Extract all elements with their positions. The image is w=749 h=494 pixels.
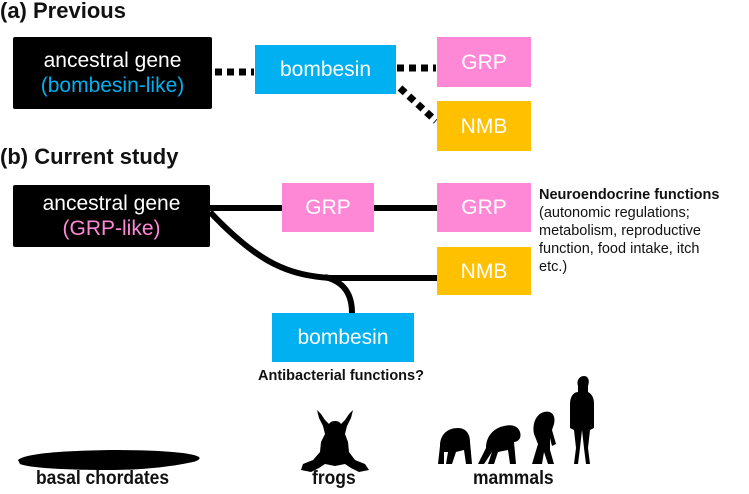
organism-label-basal-chordates: basal chordates [36,468,170,489]
primate-evolution-silhouette-icon [438,376,594,464]
panel-b-grp-mid-box: GRP [282,183,374,232]
link-ancestral-nmb [207,209,437,281]
neuroendocrine-note-title: Neuroendocrine functions [539,187,720,203]
panel-a-heading: (a) Previous [0,0,126,23]
link-branch-bombesin [324,274,355,314]
panel-a-ancestral-gene-box: ancestral gene (bombesin-like) [13,37,212,109]
grp-label: GRP [305,196,351,219]
nmb-label: NMB [460,114,508,138]
neuroendocrine-note-line: (autonomic regulations; [539,205,690,221]
panel-b-nmb-box: NMB [437,247,531,295]
panel-b-grp-right-box: GRP [437,183,531,232]
ancestral-gene-label: ancestral gene [42,192,181,215]
organism-label-mammals: mammals [473,468,554,489]
panel-b-ancestral-gene-box: ancestral gene (GRP-like) [13,185,210,247]
panel-a-grp-box: GRP [437,37,531,87]
neuroendocrine-note: Neuroendocrine functions (autonomic regu… [539,186,749,276]
neuroendocrine-note-line: function, food intake, itch [539,241,700,257]
neuroendocrine-note-line: etc.) [539,259,568,275]
frog-silhouette-icon [301,410,369,472]
neuroendocrine-note-line: metabolism, reproductive [539,223,701,239]
nmb-label: NMB [460,259,508,283]
lancelet-silhouette-icon [18,450,200,470]
grp-label: GRP [461,196,507,219]
bombesin-label: bombesin [297,326,389,349]
dotted-link-bombesin-nmb [397,85,439,124]
antibacterial-note: Antibacterial functions? [258,368,424,384]
organism-label-frogs: frogs [312,468,356,489]
ancestral-gene-label: ancestral gene [43,49,182,72]
ancestral-gene-type: (bombesin-like) [40,74,185,97]
panel-b-heading: (b) Current study [0,144,179,169]
bombesin-label: bombesin [279,58,372,81]
grp-label: GRP [461,50,507,74]
panel-a-nmb-box: NMB [437,101,531,151]
panel-a-bombesin-box: bombesin [255,45,396,94]
ancestral-gene-type: (GRP-like) [62,217,161,240]
panel-b-bombesin-box: bombesin [272,313,414,362]
